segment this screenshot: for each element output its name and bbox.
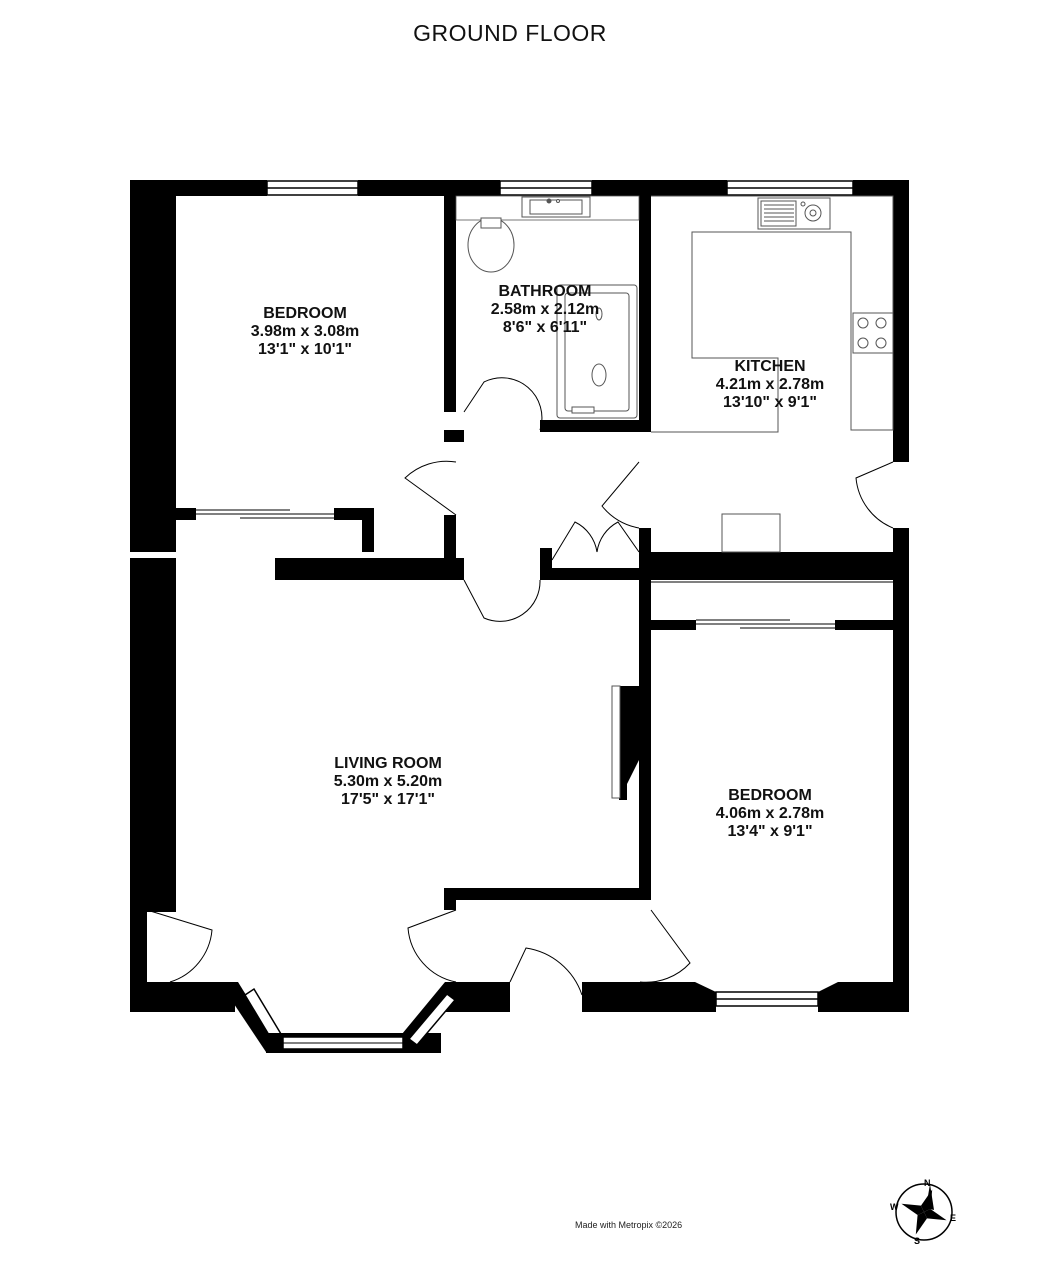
- room-imperial: 8'6" x 6'11": [502, 319, 588, 336]
- window-reveal: [818, 982, 838, 1012]
- room-name: BEDROOM: [728, 787, 812, 804]
- floor-title: GROUND FLOOR: [413, 20, 607, 46]
- room-metric: 5.30m x 5.20m: [333, 773, 443, 790]
- compass-w: W: [890, 1202, 899, 1212]
- room-imperial: 13'10" x 9'1": [723, 394, 817, 411]
- room-name: BATHROOM: [498, 283, 592, 300]
- room-label-bedroom-1: BEDROOM 3.98m x 3.08m 13'1" x 10'1": [230, 305, 380, 359]
- walls: [130, 180, 909, 1012]
- windows: [266, 180, 854, 1007]
- room-name: LIVING ROOM: [334, 755, 442, 772]
- room-name: KITCHEN: [734, 358, 806, 375]
- room-metric: 4.21m x 2.78m: [715, 376, 825, 393]
- hearth: [611, 685, 621, 799]
- room-label-bedroom-2: BEDROOM 4.06m x 2.78m 13'4" x 9'1": [695, 787, 845, 841]
- room-metric: 4.06m x 2.78m: [715, 805, 825, 822]
- room-metric: 2.58m x 2.12m: [490, 301, 600, 318]
- compass-n: N: [924, 1178, 931, 1188]
- room-label-kitchen: KITCHEN 4.21m x 2.78m 13'10" x 9'1": [695, 358, 845, 412]
- bay-window: [230, 982, 459, 1053]
- compass-e: E: [950, 1213, 956, 1223]
- room-label-bathroom: BATHROOM 2.58m x 2.12m 8'6" x 6'11": [470, 283, 620, 337]
- room-metric: 3.98m x 3.08m: [250, 323, 360, 340]
- window-reveal: [695, 982, 716, 1012]
- room-imperial: 13'4" x 9'1": [727, 823, 813, 840]
- room-imperial: 13'1" x 10'1": [258, 341, 352, 358]
- door-jamb: [147, 904, 176, 912]
- room-label-living-room: LIVING ROOM 5.30m x 5.20m 17'5" x 17'1": [313, 755, 463, 809]
- kitchen-fixtures: [651, 195, 894, 553]
- compass-icon: N E S W: [890, 1178, 956, 1246]
- doors: [146, 377, 894, 996]
- room-name: BEDROOM: [263, 305, 347, 322]
- credit-text: Made with Metropix ©2026: [575, 1220, 683, 1230]
- bathroom-fixtures: [455, 195, 640, 419]
- compass-s: S: [914, 1236, 920, 1246]
- room-imperial: 17'5" x 17'1": [341, 791, 435, 808]
- wardrobes: [196, 509, 893, 629]
